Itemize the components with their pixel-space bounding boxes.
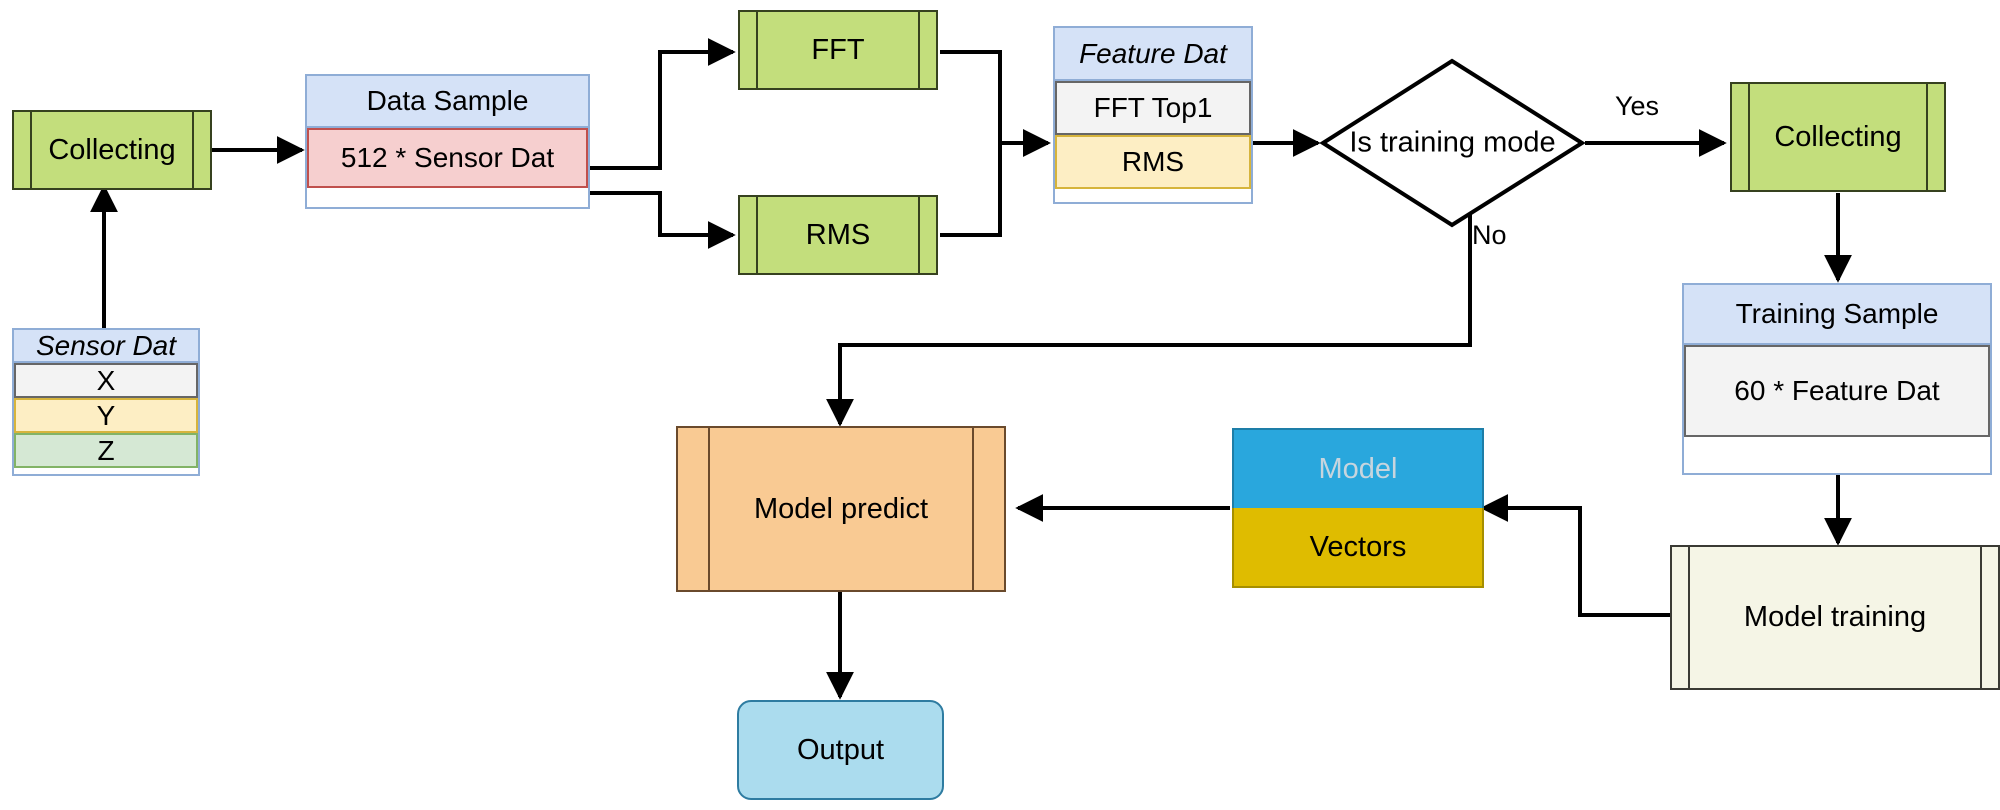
node-vectors-label-cell: Vectors (1232, 508, 1484, 588)
training-sample-filler (1684, 437, 1990, 473)
data-sample-row: 512 * Sensor Dat (307, 128, 588, 188)
subprocess-left-bar (1748, 82, 1750, 192)
edge-datasample-to-rms (588, 191, 736, 249)
edge-modeltraining-to-modelvectors (1480, 494, 1673, 617)
sensor-data-row-z: Z (14, 433, 198, 469)
node-feature-data-table[interactable]: Feature Dat FFT Top1 RMS (1053, 26, 1253, 204)
edge-rms-to-featuredata (940, 129, 1051, 237)
subprocess-left-bar (1688, 545, 1690, 690)
subprocess-left-bar (756, 195, 758, 275)
training-sample-header: Training Sample (1684, 285, 1990, 345)
edge-label-yes: Yes (1615, 91, 1660, 121)
subprocess-left-bar (30, 110, 32, 190)
node-collecting-right[interactable]: Collecting (1730, 82, 1946, 192)
node-rms[interactable]: RMS (738, 195, 938, 275)
sensor-data-row-y: Y (14, 398, 198, 434)
feature-data-filler (1055, 189, 1251, 202)
edge-fft-to-featuredata (940, 50, 1051, 157)
subprocess-right-bar (972, 426, 974, 592)
node-fft[interactable]: FFT (738, 10, 938, 90)
node-output-label: Output (796, 733, 885, 766)
node-model-label-cell: Model (1232, 428, 1484, 508)
node-model-training-label: Model training (1743, 601, 1927, 633)
node-rms-label: RMS (805, 218, 871, 251)
subprocess-right-bar (918, 195, 920, 275)
node-decision-is-training-mode[interactable]: Is training mode (1319, 58, 1586, 228)
training-sample-row: 60 * Feature Dat (1684, 345, 1990, 437)
feature-data-header: Feature Dat (1055, 28, 1251, 81)
edge-label-no: No (1472, 220, 1507, 250)
feature-data-row-rms: RMS (1055, 135, 1251, 189)
node-output[interactable]: Output (737, 700, 944, 800)
node-decision-label: Is training mode (1349, 126, 1556, 159)
node-model-vectors[interactable]: Model Vectors (1232, 428, 1484, 588)
node-model-training[interactable]: Model training (1670, 545, 2000, 690)
node-model-predict-label: Model predict (753, 492, 929, 525)
feature-data-row-fft-top1: FFT Top1 (1055, 81, 1251, 135)
node-collecting-left-label: Collecting (48, 133, 176, 166)
subprocess-left-bar (756, 10, 758, 90)
decision-diamond-shape (1319, 58, 1586, 228)
subprocess-right-bar (1926, 82, 1928, 192)
node-fft-label: FFT (811, 33, 865, 66)
node-collecting-right-label: Collecting (1774, 120, 1902, 153)
subprocess-left-bar (708, 426, 710, 592)
data-sample-filler (307, 187, 588, 207)
subprocess-right-bar (192, 110, 194, 190)
sensor-data-filler (14, 468, 198, 475)
sensor-data-row-x: X (14, 363, 198, 399)
node-training-sample-table[interactable]: Training Sample 60 * Feature Dat (1682, 283, 1992, 475)
edge-datasample-to-fft (588, 38, 736, 170)
subprocess-right-bar (918, 10, 920, 90)
node-collecting-left[interactable]: Collecting (12, 110, 212, 190)
node-data-sample-table[interactable]: Data Sample 512 * Sensor Dat (305, 74, 590, 209)
node-sensor-data-table[interactable]: Sensor Dat X Y Z (12, 328, 200, 476)
data-sample-header: Data Sample (307, 76, 588, 128)
sensor-data-header: Sensor Dat (14, 330, 198, 364)
subprocess-right-bar (1980, 545, 1982, 690)
node-model-predict[interactable]: Model predict (676, 426, 1006, 592)
